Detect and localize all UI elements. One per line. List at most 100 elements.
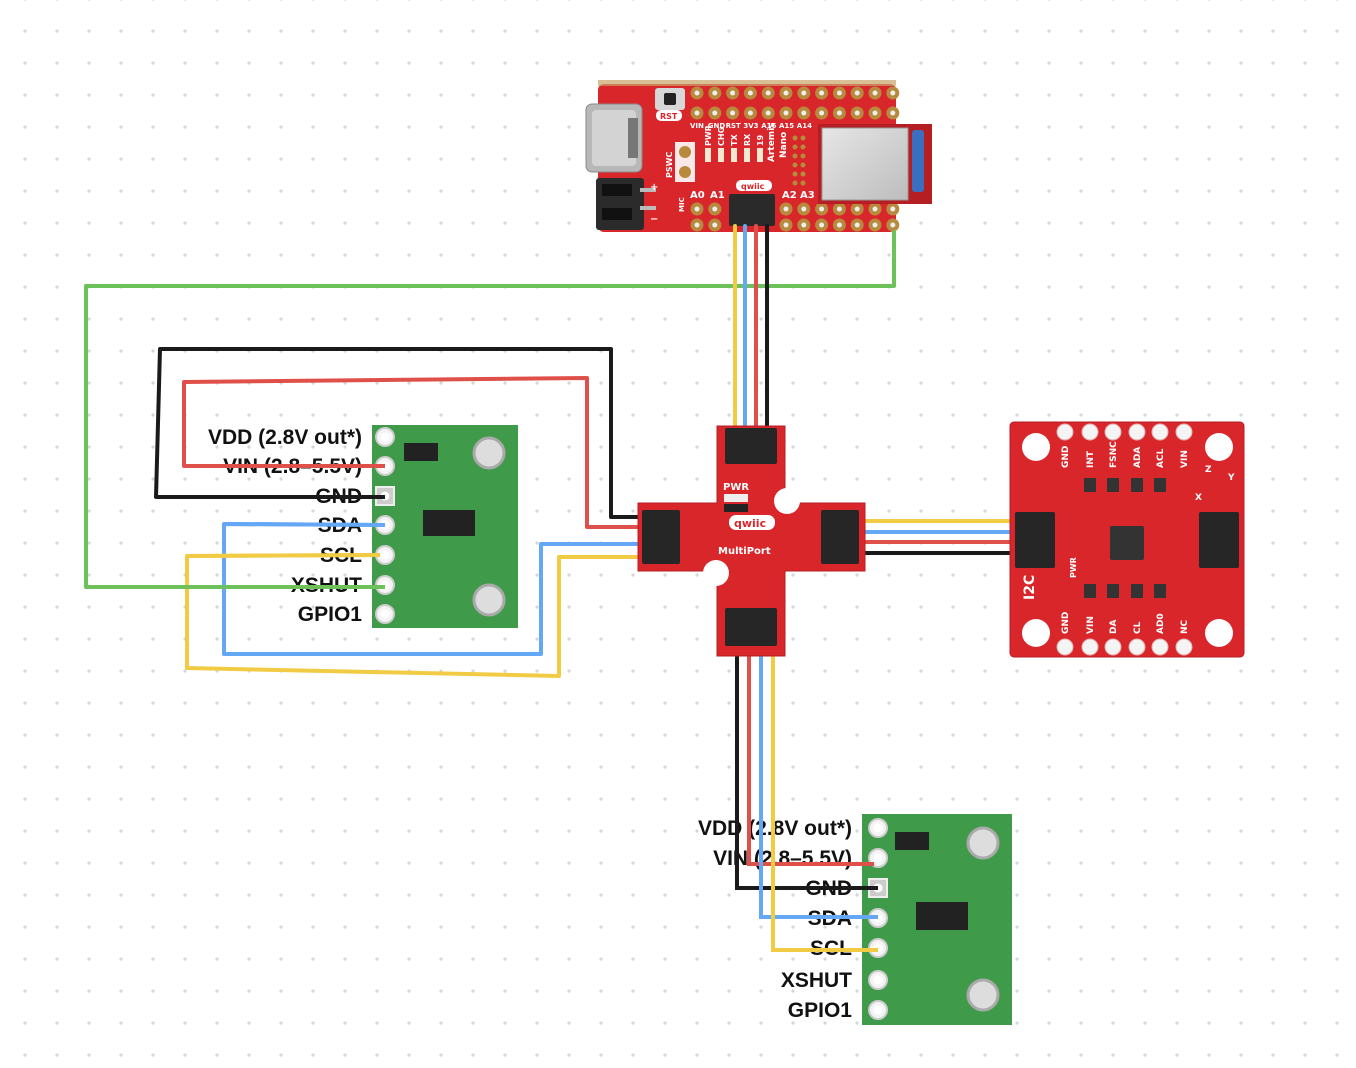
artemis-top-pin-label: VIN (690, 122, 704, 130)
artemis-top-pin-label: A15 (779, 122, 794, 130)
multiport-qwiic-label: qwiic (734, 517, 766, 530)
imu-bottom-pin-label: CL (1133, 621, 1143, 634)
mounting-hole (774, 488, 800, 514)
pin-hole (380, 432, 390, 442)
jtag-pads (792, 135, 806, 186)
transistor (1084, 478, 1096, 492)
battery-minus-label: − (650, 214, 658, 225)
imu-pin (1104, 423, 1122, 441)
pin-hole (765, 90, 771, 96)
multiport-connector-top[interactable] (725, 428, 777, 464)
transistor (1107, 478, 1119, 492)
tof-sensor-bottom[interactable] (862, 814, 1012, 1025)
pin-hole (836, 206, 842, 212)
i2c-label: I2C (1022, 575, 1038, 600)
pin-hole (694, 110, 700, 116)
pin-label-a3: A3 (800, 190, 815, 201)
axis-z-label: Z (1205, 465, 1212, 475)
artemis-module (821, 127, 909, 201)
jtag-pad (792, 180, 798, 186)
transistor (1084, 584, 1096, 598)
rst-label: RST (660, 112, 678, 121)
pin-hole (783, 110, 789, 116)
led-label: RX (743, 133, 752, 146)
multiport-connector-right[interactable] (821, 510, 859, 564)
regulator (895, 832, 929, 850)
imu-bottom-pin-label: AD0 (1156, 613, 1166, 634)
multiport-pwr-label: PWR (723, 482, 749, 493)
mounting-hole (966, 826, 1000, 860)
pin-hole (819, 110, 825, 116)
qwiic-multiport-board[interactable]: PWR qwiic MultiPort (637, 425, 866, 657)
imu-qwiic-connector-right[interactable] (1199, 512, 1239, 568)
transistor (1131, 478, 1143, 492)
tof-sensor-left[interactable] (372, 425, 518, 628)
pin-hole (890, 110, 896, 116)
multiport-connector-left[interactable] (642, 510, 680, 564)
pswc-label: PSWC (665, 152, 674, 178)
imu-pin (1104, 638, 1122, 656)
pin-hole (854, 206, 860, 212)
pin-hole (872, 90, 878, 96)
mounting-hole (966, 978, 1000, 1012)
pin-hole (872, 206, 878, 212)
pin-hole (694, 206, 700, 212)
multiport-connector-bottom[interactable] (725, 608, 777, 646)
brand-nano: Nano (779, 132, 789, 158)
pin-hole (873, 853, 883, 863)
pin-hole (747, 110, 753, 116)
pin-hole (890, 222, 896, 228)
mounting-hole (1022, 433, 1050, 461)
battery-connector (596, 178, 656, 230)
pin-hole (819, 206, 825, 212)
imu-pin (1081, 423, 1099, 441)
mounting-hole (1205, 619, 1233, 647)
imu-pin (1151, 423, 1169, 441)
pin-hole (873, 975, 883, 985)
rst-badge (656, 110, 682, 121)
pin-hole (783, 206, 789, 212)
status-led (757, 148, 763, 162)
pin-hole (712, 206, 718, 212)
pin-hole (380, 609, 390, 619)
pin-hole (801, 90, 807, 96)
sensor-pin-label: GPIO1 (788, 999, 853, 1022)
transistor (1154, 478, 1166, 492)
imu-top-pin-label: INT (1086, 450, 1096, 468)
imu-pin (1081, 638, 1099, 656)
pin-hole (783, 222, 789, 228)
pin-hole (783, 90, 789, 96)
imu-qwiic-connector-left[interactable] (1015, 512, 1055, 568)
wire-vin-red-bottom-overlay (747, 820, 874, 866)
pswc-pad (679, 166, 691, 178)
pin-hole (819, 90, 825, 96)
pin-hole (873, 1005, 883, 1015)
artemis-header-pins (690, 86, 900, 232)
jtag-pad (800, 180, 806, 186)
pin-hole (694, 90, 700, 96)
imu-pin (1151, 638, 1169, 656)
multiport-qwiic-badge (729, 515, 775, 530)
regulator (404, 443, 438, 461)
imu-components (1084, 478, 1166, 598)
pin-hole (801, 206, 807, 212)
pin-hole (890, 90, 896, 96)
artemis-qwiic-connector[interactable] (729, 194, 775, 226)
wire-scl-yellow-left-overlay (186, 553, 381, 558)
sensor-pin-label: XSHUT (781, 969, 852, 992)
imu-top-pin-label: ADA (1133, 447, 1143, 468)
wire-overlays (86, 464, 878, 952)
jtag-pad (792, 153, 798, 159)
axis-x-label: X (1195, 493, 1202, 503)
chip-antenna (912, 130, 924, 192)
imu-top-pin-label: GND (1061, 446, 1071, 468)
pin-hole (854, 90, 860, 96)
wire-sda-blue-bottom-overlay (759, 820, 878, 919)
jtag-pad (800, 162, 806, 168)
pin-hole (765, 110, 771, 116)
pin-label-a2: A2 (782, 190, 797, 201)
mounting-hole (1022, 619, 1050, 647)
